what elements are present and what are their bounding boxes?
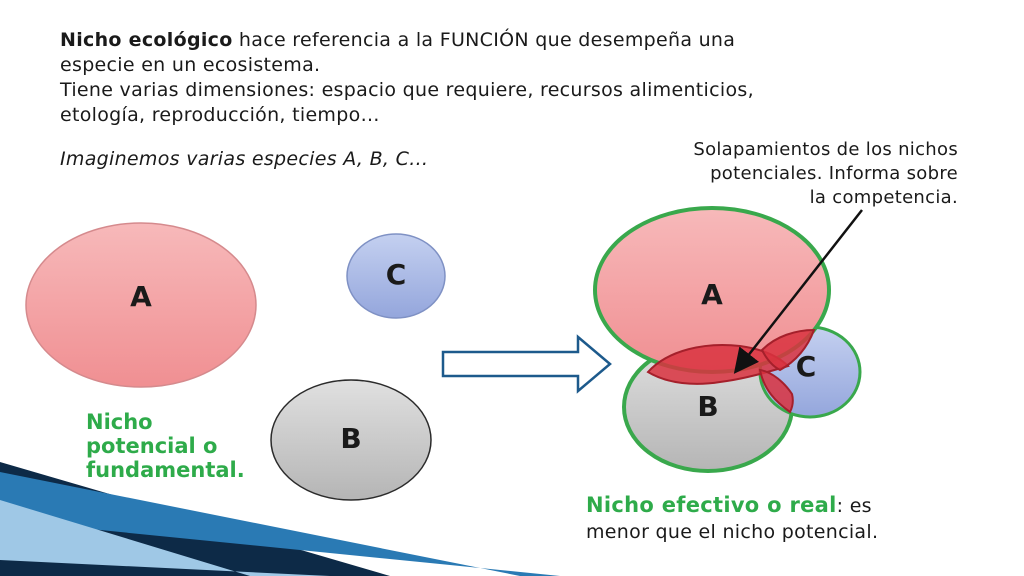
transition-arrow-icon [441,334,612,394]
intro-line-4: etología, reproducción, tiempo… [60,104,380,126]
effective-niche-term: Nicho efectivo o real [586,493,837,517]
term-nicho-ecologico: Nicho ecológico [60,29,233,51]
imagine-text: Imaginemos varias especies A, B, C… [60,148,429,170]
left-circle-b: B [270,379,432,501]
right-label-a: A [701,278,723,311]
potential-niche-line-1: Nicho [86,410,153,434]
potential-niche-caption: Nicho potencial o fundamental. [86,410,306,482]
effective-niche-caption: Nicho efectivo o real: es menor que el n… [586,492,1006,545]
left-circle-c: C [346,233,446,319]
left-label-a: A [130,280,152,313]
intro-line-1-rest: hace referencia a la FUNCIÓN que desempe… [232,29,736,51]
overlap-b-c [758,368,794,414]
effective-niche-line-2: menor que el nicho potencial. [586,521,879,543]
overlap-note-line-2: potenciales. Informa sobre [710,163,958,184]
right-label-c: C [796,350,817,383]
left-label-b: B [340,422,361,455]
intro-text: Nicho ecológico hace referencia a la FUN… [60,28,960,128]
overlap-note-line-3: la competencia. [809,187,958,208]
left-circle-a: A [25,222,257,388]
intro-line-1: Nicho ecológico hace referencia a la FUN… [60,28,960,53]
overlap-a-c [760,328,816,372]
right-label-b: B [697,390,718,423]
potential-niche-line-3: fundamental. [86,458,245,482]
potential-niche-line-2: potencial o [86,434,218,458]
overlap-note: Solapamientos de los nichos potenciales.… [590,138,958,210]
intro-line-2: especie en un ecosistema. [60,54,321,76]
overlap-note-line-1: Solapamientos de los nichos [693,139,958,160]
left-label-c: C [386,258,407,291]
effective-niche-rest: : es [836,495,872,517]
intro-line-3: Tiene varias dimensiones: espacio que re… [60,79,754,101]
effective-niche-line-1: Nicho efectivo o real: es [586,492,1006,519]
pointer-arrow-icon [733,209,863,374]
decorative-swoosh [0,462,560,576]
